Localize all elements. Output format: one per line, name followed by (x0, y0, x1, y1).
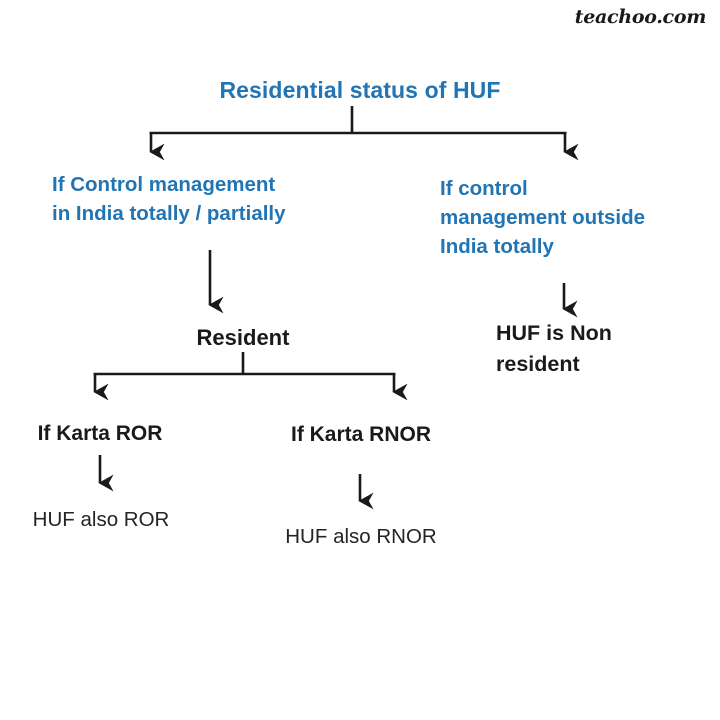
node-left-condition: If Control management in India totally /… (52, 173, 286, 226)
connector-resident-split (93, 352, 408, 401)
node-resident: Resident (196, 325, 290, 350)
node-huf-also-rnor: HUF also RNOR (285, 525, 437, 548)
node-right-condition: If control management outside India tota… (440, 177, 646, 259)
node-non-resident: HUF is Non resident (496, 321, 612, 376)
connector-root-split (149, 106, 579, 161)
node-root-title: Residential status of HUF (219, 77, 501, 103)
node-karta-rnor: If Karta RNOR (290, 423, 432, 446)
node-huf-also-ror: HUF also ROR (32, 508, 170, 531)
teachoo-watermark: teachoo.com (574, 6, 707, 28)
node-karta-ror: If Karta ROR (37, 422, 163, 445)
